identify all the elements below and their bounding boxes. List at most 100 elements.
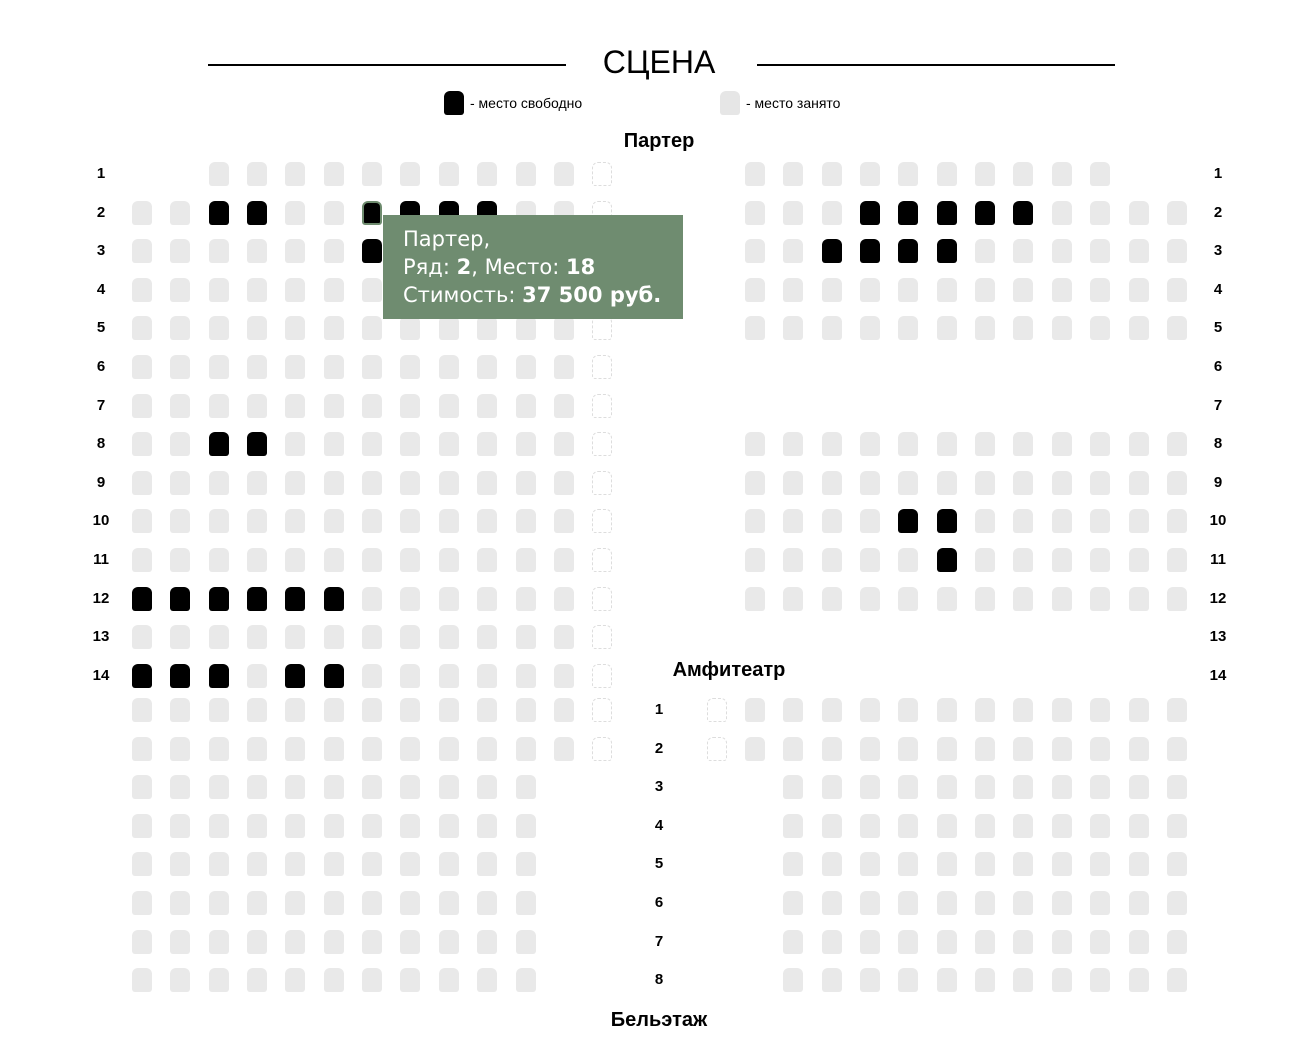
taken-seat bbox=[247, 548, 268, 572]
taken-seat bbox=[170, 929, 191, 954]
taken-seat bbox=[477, 891, 498, 915]
taken-seat bbox=[1051, 470, 1072, 495]
taken-seat bbox=[208, 775, 229, 800]
gap-seat bbox=[592, 548, 613, 572]
taken-seat bbox=[477, 625, 498, 650]
taken-seat bbox=[821, 852, 842, 877]
taken-seat bbox=[898, 277, 919, 302]
taken-seat bbox=[1128, 470, 1149, 495]
taken-seat bbox=[132, 200, 152, 225]
taken-seat bbox=[1013, 509, 1034, 534]
taken-seat bbox=[745, 736, 765, 761]
free-seat[interactable] bbox=[247, 432, 268, 457]
free-seat[interactable] bbox=[898, 509, 919, 534]
taken-seat bbox=[1166, 775, 1187, 800]
taken-seat bbox=[860, 432, 881, 457]
taken-seat bbox=[1051, 277, 1072, 302]
free-seat[interactable] bbox=[170, 663, 191, 688]
taken-seat bbox=[323, 775, 344, 800]
taken-seat bbox=[975, 509, 996, 534]
free-seat[interactable] bbox=[936, 200, 957, 225]
taken-seat bbox=[438, 625, 459, 650]
taken-seat bbox=[553, 316, 574, 341]
free-seat[interactable] bbox=[936, 239, 957, 264]
taken-seat bbox=[515, 432, 536, 457]
free-seat[interactable] bbox=[362, 239, 383, 264]
taken-seat bbox=[1128, 736, 1149, 761]
tooltip-price-label: Стимость: bbox=[403, 283, 523, 307]
taken-seat bbox=[553, 162, 574, 186]
taken-seat bbox=[438, 663, 459, 688]
taken-seat bbox=[898, 929, 919, 954]
free-seat[interactable] bbox=[860, 200, 881, 225]
free-seat[interactable] bbox=[975, 200, 996, 225]
free-seat[interactable] bbox=[936, 548, 957, 572]
taken-seat bbox=[936, 432, 957, 457]
taken-seat bbox=[323, 548, 344, 572]
seat-tooltip: Партер, Ряд: 2, Место: 18 Стимость: 37 5… bbox=[383, 215, 683, 319]
taken-seat bbox=[745, 586, 765, 611]
taken-seat bbox=[477, 813, 498, 838]
taken-seat bbox=[1090, 548, 1111, 572]
taken-seat bbox=[247, 470, 268, 495]
taken-seat bbox=[975, 929, 996, 954]
taken-seat bbox=[515, 929, 536, 954]
taken-seat bbox=[898, 698, 919, 722]
taken-seat bbox=[783, 852, 804, 877]
taken-seat bbox=[860, 277, 881, 302]
taken-seat bbox=[745, 162, 765, 186]
taken-seat bbox=[400, 775, 421, 800]
taken-seat bbox=[132, 393, 152, 418]
taken-seat bbox=[515, 355, 536, 379]
free-seat[interactable] bbox=[285, 663, 306, 688]
taken-seat bbox=[400, 470, 421, 495]
free-seat[interactable] bbox=[208, 200, 229, 225]
free-seat[interactable] bbox=[936, 509, 957, 534]
free-seat[interactable] bbox=[323, 663, 344, 688]
taken-seat bbox=[247, 393, 268, 418]
free-seat[interactable] bbox=[170, 586, 191, 611]
free-seat[interactable] bbox=[860, 239, 881, 264]
taken-seat bbox=[553, 470, 574, 495]
taken-seat bbox=[362, 162, 383, 186]
taken-seat bbox=[285, 813, 306, 838]
taken-seat bbox=[1166, 736, 1187, 761]
taken-seat bbox=[783, 775, 804, 800]
taken-seat bbox=[323, 239, 344, 264]
taken-seat bbox=[132, 698, 152, 722]
free-seat[interactable] bbox=[898, 200, 919, 225]
parter-row-label-left: 14 bbox=[92, 666, 110, 684]
taken-seat bbox=[1013, 968, 1034, 993]
taken-seat bbox=[1013, 775, 1034, 800]
taken-seat bbox=[821, 162, 842, 186]
free-seat[interactable] bbox=[1013, 200, 1034, 225]
free-seat[interactable] bbox=[323, 586, 344, 611]
tooltip-seat-label: Место: bbox=[484, 255, 566, 279]
free-seat[interactable] bbox=[247, 586, 268, 611]
free-seat[interactable] bbox=[821, 239, 842, 264]
free-seat[interactable] bbox=[132, 663, 152, 688]
free-seat[interactable] bbox=[208, 432, 229, 457]
taken-seat bbox=[247, 355, 268, 379]
gap-seat bbox=[592, 393, 613, 418]
taken-seat bbox=[1090, 470, 1111, 495]
free-seat[interactable] bbox=[247, 200, 268, 225]
free-seat[interactable] bbox=[898, 239, 919, 264]
taken-seat bbox=[1128, 509, 1149, 534]
taken-seat bbox=[400, 548, 421, 572]
parter-row-label-right: 3 bbox=[1213, 242, 1223, 260]
selected-seat[interactable] bbox=[362, 200, 383, 225]
taken-seat bbox=[438, 432, 459, 457]
parter-row-label-left: 4 bbox=[96, 280, 106, 298]
gap-seat bbox=[592, 162, 613, 186]
taken-seat bbox=[1051, 586, 1072, 611]
taken-seat bbox=[323, 625, 344, 650]
free-seat[interactable] bbox=[208, 586, 229, 611]
free-seat[interactable] bbox=[285, 586, 306, 611]
taken-seat bbox=[285, 355, 306, 379]
free-seat[interactable] bbox=[132, 586, 152, 611]
taken-seat bbox=[745, 470, 765, 495]
taken-seat bbox=[285, 968, 306, 993]
free-seat[interactable] bbox=[208, 663, 229, 688]
parter-row-label-right: 12 bbox=[1209, 589, 1227, 607]
